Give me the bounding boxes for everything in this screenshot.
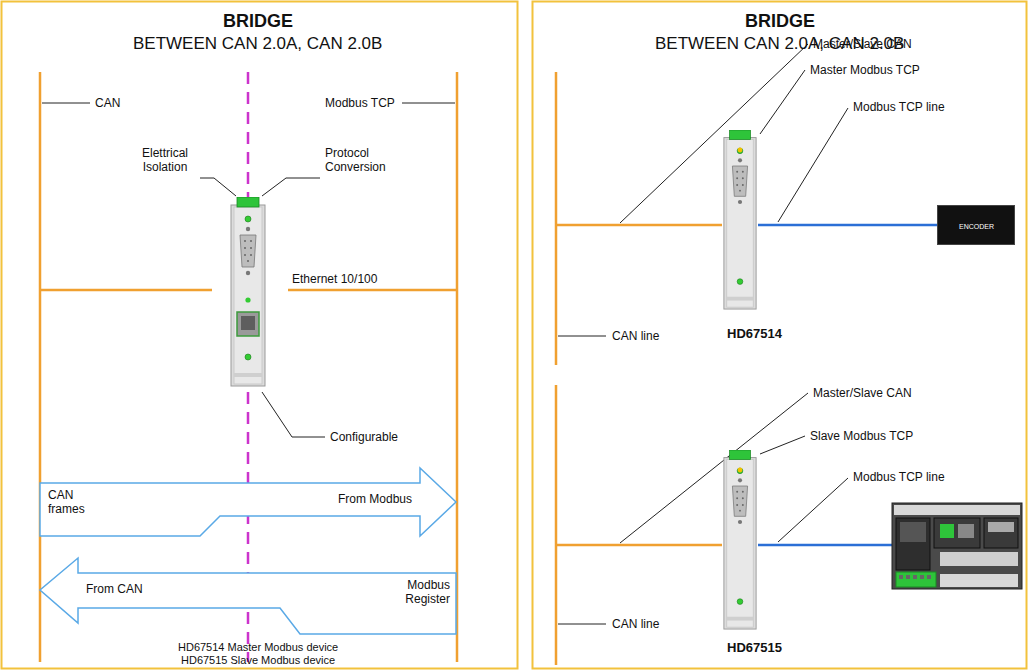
modbus-tcp-wire [758, 544, 892, 547]
text-label: BRIDGE [745, 10, 815, 32]
text-label: Modbus TCP line [853, 100, 945, 114]
can-wire [556, 544, 722, 547]
text-label: Elettrical Isolation [130, 146, 200, 174]
text-label: Protocol Conversion [325, 146, 403, 174]
node-text: From Modbus [338, 492, 412, 506]
text-label: CAN [95, 96, 120, 110]
text-label: HD67514 Master Modbus device [178, 641, 338, 654]
text-label: CAN line [612, 329, 659, 343]
can-wire [556, 224, 722, 227]
text-label: Slave Modbus TCP [810, 429, 913, 443]
flow-arrow: CAN frames From Modbus [40, 466, 458, 538]
plc-illustration [892, 503, 1022, 589]
node-text: ENCODER [959, 222, 994, 231]
node-text: CAN frames [48, 488, 96, 516]
ethernet-port [241, 316, 255, 330]
gateway-device [724, 130, 756, 309]
led [738, 148, 743, 153]
text-label: Modbus TCP line [853, 470, 945, 484]
panel-border [2, 2, 518, 669]
text-label: HD67515 Slave Modbus device [181, 654, 335, 667]
text-label: HD67514 [727, 326, 782, 342]
node-text: Modbus Register [388, 578, 450, 606]
text-label: Master Modbus TCP [810, 63, 920, 77]
can-bus-line [39, 72, 42, 662]
leader-lines [42, 103, 455, 437]
panel-border [533, 2, 1027, 669]
text-label: Master/Slave CAN [813, 37, 912, 51]
flow-arrow: From CAN Modbus Register [38, 558, 458, 636]
leader-lines [558, 44, 848, 624]
node-text: From CAN [86, 582, 143, 596]
gateway-device [231, 197, 265, 386]
text-label: HD67515 [727, 640, 782, 656]
can-line [555, 72, 558, 365]
gateway-device [724, 450, 756, 629]
text-label: CAN line [612, 617, 659, 631]
text-label: Modbus TCP [325, 96, 395, 110]
text-label: Ethernet 10/100 [292, 272, 377, 286]
led [245, 297, 250, 302]
led [738, 468, 743, 473]
ethernet-wire [288, 289, 457, 292]
can-line [555, 385, 558, 665]
modbus-tcp-wire [758, 224, 937, 227]
text-label: Configurable [330, 430, 398, 444]
text-label: Master/Slave CAN [813, 386, 912, 400]
can-wire [40, 289, 212, 292]
text-label: BETWEEN CAN 2.0A, CAN 2.0B [133, 34, 382, 54]
ethernet-port [237, 312, 259, 336]
text-label: BRIDGE [223, 10, 293, 32]
encoder-box: ENCODER [937, 205, 1015, 245]
arrow-outline [38, 558, 458, 636]
